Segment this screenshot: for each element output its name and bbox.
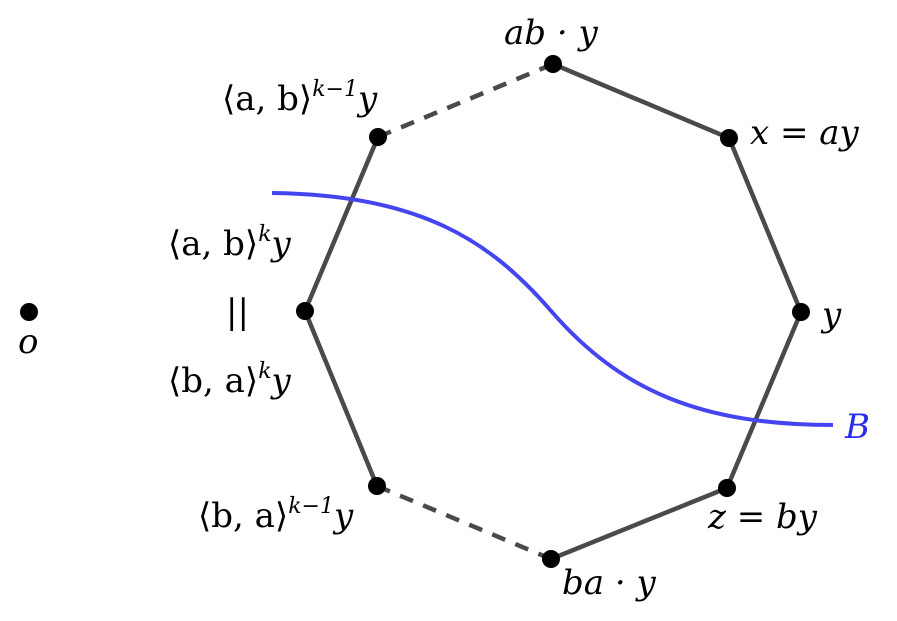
vertex-origin <box>20 303 38 321</box>
label-ab-y: ab · y <box>504 13 598 53</box>
label-curve-b: B <box>844 407 870 447</box>
label-x-ay: x = ay <box>750 113 860 153</box>
label-z-by: z = by <box>707 497 818 537</box>
vertex-ab-k1 <box>369 128 387 146</box>
label-ab-k-minus-1: ⟨a, b⟩k−1y <box>222 77 378 119</box>
label-ba-y: ba · y <box>562 563 656 603</box>
dashed-edge-top <box>377 61 554 140</box>
vertex-ab-k <box>296 302 314 320</box>
vertex-y <box>792 303 810 321</box>
curve-b <box>271 191 834 427</box>
vertex-ab-y <box>544 55 562 73</box>
label-equals: || <box>226 292 249 332</box>
label-origin: o <box>18 322 38 362</box>
label-ba-k-minus-1: ⟨b, a⟩k−1y <box>198 494 354 536</box>
label-ab-k: ⟨a, b⟩ky <box>168 222 292 264</box>
vertex-x <box>720 129 738 147</box>
label-ba-k: ⟨b, a⟩ky <box>168 359 292 401</box>
edge-aby-x <box>550 61 732 141</box>
vertex-z <box>718 479 736 497</box>
edge-z-bay <box>548 485 730 562</box>
dashed-edge-bottom <box>376 483 552 562</box>
edge-abk-bak1 <box>302 308 380 489</box>
edge-x-y <box>726 135 804 315</box>
edge-abk1-abk <box>302 134 381 314</box>
edge-y-z <box>724 309 804 491</box>
label-y: y <box>820 295 842 335</box>
vertex-ba-k1 <box>368 477 386 495</box>
vertex-ba-y <box>542 550 560 568</box>
